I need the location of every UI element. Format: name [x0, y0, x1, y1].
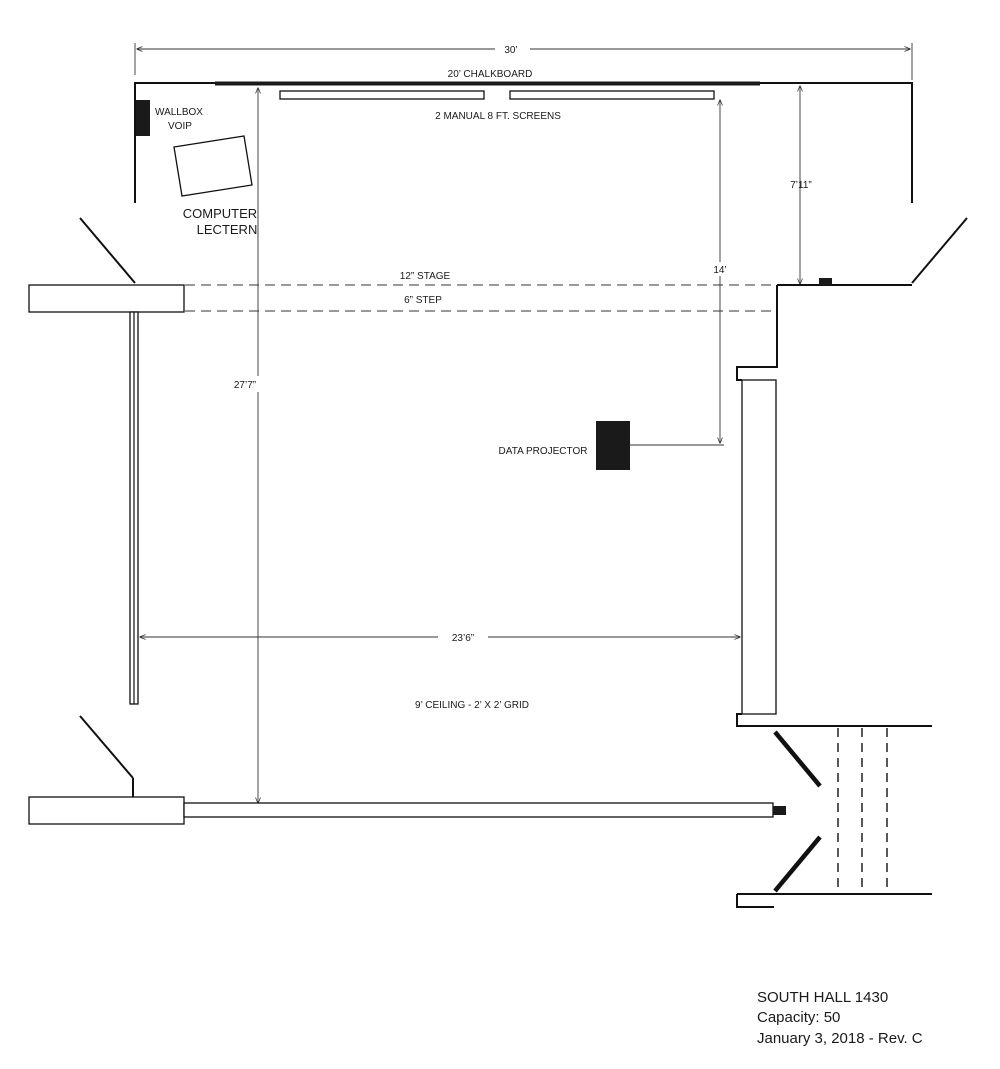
lower-left-door — [79, 715, 134, 779]
wallbox-label-line1: WALLBOX — [155, 107, 203, 118]
title-block: SOUTH HALL 1430 Capacity: 50 January 3, … — [757, 989, 923, 1047]
screen-right — [509, 90, 715, 100]
lectern-label-line1: COMPUTER — [183, 206, 257, 221]
screen-left — [279, 90, 485, 100]
computer-lectern: COMPUTER LECTERN — [173, 135, 258, 237]
data-projector: DATA PROJECTOR — [499, 421, 724, 470]
stage-and-step: 12” STAGE 6” STEP — [185, 271, 776, 312]
room-name: SOUTH HALL 1430 — [757, 989, 888, 1006]
chalkboard — [215, 81, 760, 86]
wallbox-label-line2: VOIP — [168, 121, 192, 132]
left-pier-upper — [28, 284, 185, 313]
lectern-shape — [173, 135, 253, 197]
dimension-room-width-label: 23’6” — [452, 633, 474, 644]
screens-label: 2 MANUAL 8 FT. SCREENS — [435, 111, 561, 122]
right-wall-outlet — [819, 278, 832, 285]
rear-wall-outlet — [773, 806, 786, 815]
room-capacity: Capacity: 50 — [757, 1009, 840, 1026]
step-label: 6” STEP — [404, 295, 442, 306]
rear-pier — [28, 796, 185, 825]
rear-wall — [28, 796, 786, 825]
right-wall — [736, 278, 932, 727]
dimension-room-width: 23’6” — [140, 630, 740, 644]
dimension-overall-width-label: 30’ — [504, 45, 517, 56]
dimension-projector-distance: 14’ — [708, 100, 732, 443]
stage-label: 12” STAGE — [400, 271, 451, 282]
chalkboard-label: 20’ CHALKBOARD — [448, 69, 533, 80]
dimension-depth-to-stage: 7’11” — [790, 86, 812, 284]
left-wall — [28, 284, 185, 705]
dimension-projector-distance-label: 14’ — [713, 265, 726, 276]
dimension-overall-width: 30’ — [134, 43, 913, 80]
wallbox-voip: WALLBOX VOIP — [136, 100, 203, 136]
projection-screens: 2 MANUAL 8 FT. SCREENS — [279, 90, 715, 122]
dimension-room-depth: 27’7” — [228, 88, 288, 803]
dimension-depth-to-stage-label: 7’11” — [790, 180, 812, 191]
ceiling-label: 9’ CEILING - 2’ X 2’ GRID — [415, 700, 529, 711]
entry-vestibule — [736, 728, 932, 908]
rear-wall-counter — [183, 802, 774, 818]
upper-doors — [79, 217, 968, 284]
revision-date: January 3, 2018 - Rev. C — [757, 1030, 923, 1047]
lectern-label-line2: LECTERN — [197, 222, 258, 237]
front-wall: 20’ CHALKBOARD — [134, 69, 913, 203]
projector-block — [596, 421, 630, 470]
dimension-room-depth-label: 27’7” — [234, 380, 256, 391]
wallbox-block — [136, 100, 150, 136]
right-wall-chase — [741, 379, 777, 715]
projector-label: DATA PROJECTOR — [499, 446, 588, 457]
